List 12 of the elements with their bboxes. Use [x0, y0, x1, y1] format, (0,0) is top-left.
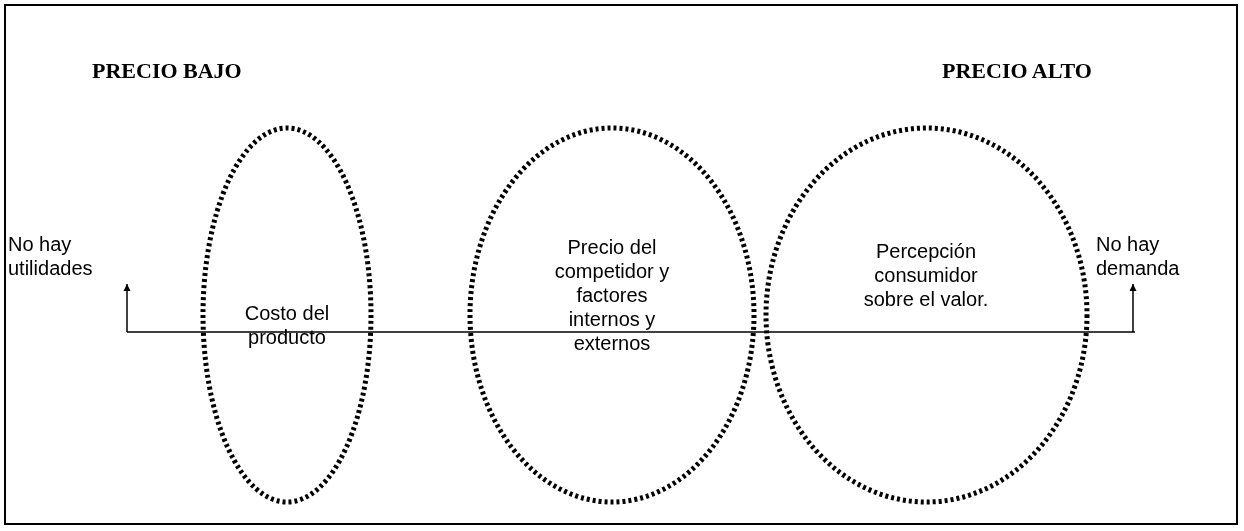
annotation-text: No hay utilidades [8, 232, 128, 280]
arrow [1129, 283, 1137, 333]
dotted-ellipse [763, 125, 1090, 505]
dotted-ellipse [200, 125, 374, 505]
ellipse-text: Precio del competidor y factores internos y externos [553, 235, 671, 355]
dotted-ellipse [467, 125, 757, 505]
annotation-text: No hay demanda [1096, 232, 1196, 280]
ellipse-text: Costo del producto [243, 301, 331, 349]
ellipse-text: Percepción consumidor sobre el valor. [862, 239, 990, 311]
arrow [123, 283, 131, 333]
heading-label: PRECIO BAJO [92, 58, 242, 84]
heading-label: PRECIO ALTO [942, 58, 1092, 84]
